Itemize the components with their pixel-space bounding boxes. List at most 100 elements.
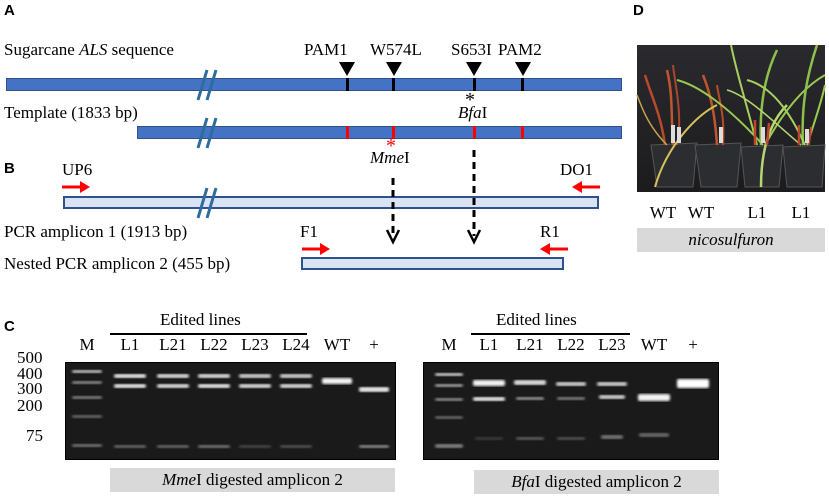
template-s653i-mutation-tick xyxy=(473,126,476,139)
gel1-edited-lines-label: Edited lines xyxy=(160,310,241,329)
als-sequence-bar xyxy=(6,78,622,91)
primer-up6-label: UP6 xyxy=(62,160,93,179)
mmei-site-label: MmeI xyxy=(370,148,410,167)
gel-band xyxy=(639,433,669,437)
gel2-image xyxy=(423,362,719,460)
primer-r1-arrow-icon xyxy=(540,243,568,255)
gel2-bands xyxy=(435,373,709,448)
gel-band xyxy=(557,397,585,400)
pam2-site-tick xyxy=(521,78,524,91)
gel-band xyxy=(198,384,230,388)
plant-photo xyxy=(636,44,826,192)
gel1-lane-label: + xyxy=(369,335,379,354)
sequence-break-icon xyxy=(196,69,218,101)
als-sequence-label: Sugarcane ALS sequence xyxy=(4,40,174,59)
gel-band xyxy=(198,445,230,448)
marker-pam2-label: PAM2 xyxy=(498,40,542,59)
s653i-site-tick xyxy=(473,78,476,91)
primer-do1-arrow-icon xyxy=(572,181,600,193)
primer-do1-label: DO1 xyxy=(560,160,594,179)
gel-band xyxy=(239,445,271,448)
amplicon2-label: Nested PCR amplicon 2 (455 bp) xyxy=(4,254,231,273)
bfai-asterisk: * xyxy=(465,89,475,111)
marker-pam1-label: PAM1 xyxy=(304,40,348,59)
ladder-size-label: 200 xyxy=(17,396,43,415)
marker-w574l-label: W574L xyxy=(370,40,422,59)
primer-r1-label: R1 xyxy=(540,222,560,241)
amplicon1-label: PCR amplicon 1 (1913 bp) xyxy=(4,222,188,241)
gel-band xyxy=(198,374,230,378)
ladder-size-label: 400 xyxy=(17,364,43,383)
mmei-dashed-arrow-icon xyxy=(385,178,401,245)
s653i-triangle-icon xyxy=(466,62,482,76)
gel-band xyxy=(473,397,505,401)
plant-label-wt-1: WT xyxy=(649,203,677,222)
gel1-lane-label: L24 xyxy=(282,335,310,354)
gel-band xyxy=(516,397,544,400)
gel1-image xyxy=(65,362,396,460)
template-bar xyxy=(137,126,622,139)
gel-band xyxy=(601,435,623,439)
gel2-caption: BfaI digested amplicon 2 xyxy=(474,470,719,494)
primer-up6-arrow-icon xyxy=(62,181,90,193)
amplicon1-break-icon xyxy=(196,187,218,219)
gel-band xyxy=(322,378,352,384)
gel-band xyxy=(638,394,670,401)
bfai-dashed-arrow-icon xyxy=(466,150,482,245)
gel2-edited-lines-label: Edited lines xyxy=(496,310,577,329)
gel1-lane-label: L1 xyxy=(120,335,140,354)
panel-a-letter: A xyxy=(4,2,15,19)
gel2-lane-label: + xyxy=(688,335,698,354)
plant-label-l1-2: L1 xyxy=(791,203,811,222)
gel2-lane-label: L1 xyxy=(479,335,499,354)
marker-s653i-label: S653I xyxy=(451,40,492,59)
gel-band xyxy=(280,374,312,378)
gel-band xyxy=(435,398,463,401)
gel2-lane-label: L23 xyxy=(598,335,626,354)
gel-band xyxy=(556,382,586,386)
gel-band xyxy=(359,387,389,392)
gel-band xyxy=(359,445,389,448)
gel-band xyxy=(114,374,146,378)
template-w574l-mutation-tick xyxy=(392,126,395,139)
pam1-triangle-icon xyxy=(339,62,355,76)
gel1-lane-label: M xyxy=(79,335,95,354)
mmei-asterisk: * xyxy=(386,135,396,157)
pam1-site-tick xyxy=(346,78,349,91)
gel-band xyxy=(599,395,625,399)
ladder-size-label: 300 xyxy=(17,379,43,398)
gel-band xyxy=(280,445,312,448)
gel1-lane-label: L23 xyxy=(241,335,269,354)
gel-band xyxy=(435,384,463,387)
gel-band xyxy=(435,416,463,419)
ladder-size-label: 500 xyxy=(17,348,43,367)
pcr-amplicon1-bar xyxy=(63,196,599,209)
panel-c-letter: C xyxy=(4,318,15,335)
gel-band xyxy=(72,415,102,418)
primer-f1-arrow-icon xyxy=(302,243,330,255)
template-label: Template (1833 bp) xyxy=(4,103,138,122)
bfai-site-label: BfaI xyxy=(458,103,488,122)
gel1-bands xyxy=(72,370,389,448)
gel-band xyxy=(516,437,544,440)
gel1-edited-lines-bracket xyxy=(110,333,307,335)
panel-d-letter: D xyxy=(633,2,644,19)
gel-band xyxy=(72,396,102,399)
gel-band xyxy=(475,437,503,440)
gel-band xyxy=(114,445,146,448)
gel-band xyxy=(72,370,102,373)
nicosulfuron-caption: nicosulfuron xyxy=(637,228,825,252)
gel-band xyxy=(157,445,189,448)
gel-band xyxy=(114,384,146,388)
gel-band xyxy=(72,444,102,447)
panel-b-letter: B xyxy=(4,160,15,177)
gel2-lane-label: L21 xyxy=(516,335,544,354)
gel1-caption: MmeI digested amplicon 2 xyxy=(110,468,395,492)
gel-band xyxy=(514,380,546,385)
gel-band xyxy=(239,384,271,388)
gel-band xyxy=(435,373,463,376)
nested-pcr-amplicon2-bar xyxy=(301,257,564,270)
gel1-lane-label: WT xyxy=(323,335,351,354)
gel1-lane-label: L22 xyxy=(200,335,228,354)
w574l-site-tick xyxy=(392,78,395,91)
